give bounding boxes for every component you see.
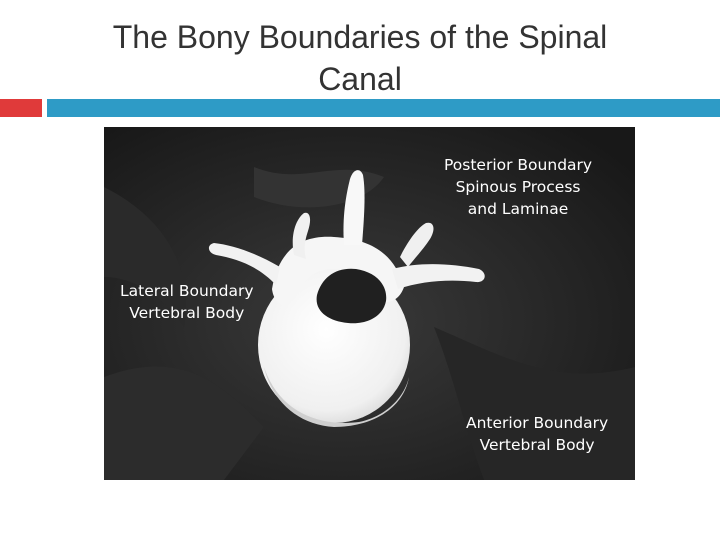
spinal-canal — [316, 268, 387, 324]
accent-bar-blue — [47, 99, 720, 117]
label-lateral-boundary: Lateral Boundary Vertebral Body — [120, 280, 254, 324]
slide-title: The Bony Boundaries of the Spinal Canal — [40, 16, 680, 100]
label-anterior-boundary: Anterior Boundary Vertebral Body — [466, 412, 608, 456]
label-posterior-line-2: Spinous Process — [455, 178, 581, 196]
slide-title-line-1: The Bony Boundaries of the Spinal — [112, 19, 608, 55]
right-transverse-process — [392, 264, 485, 289]
label-posterior-line-1: Posterior Boundary — [444, 156, 593, 174]
right-articular-process — [400, 222, 434, 267]
label-anterior-line-2: Vertebral Body — [479, 436, 595, 454]
spinous-process — [343, 170, 365, 245]
cloth-fold — [104, 366, 264, 480]
cloth-fold — [104, 187, 186, 327]
label-anterior-line-1: Anterior Boundary — [466, 414, 609, 432]
vertebra-illustration — [104, 127, 635, 480]
label-lateral-line-1: Lateral Boundary — [120, 282, 254, 300]
left-articular-process — [292, 212, 311, 259]
label-posterior-line-3: and Laminae — [467, 200, 569, 218]
cloth-fold — [434, 327, 635, 480]
label-posterior-boundary: Posterior Boundary Spinous Process and L… — [444, 154, 592, 220]
accent-bar-red — [0, 99, 42, 117]
left-transverse-process — [208, 243, 280, 285]
vertebra-photo: Posterior Boundary Spinous Process and L… — [104, 127, 635, 480]
label-lateral-line-2: Vertebral Body — [129, 304, 245, 322]
slide-title-line-2: Canal — [318, 61, 402, 97]
